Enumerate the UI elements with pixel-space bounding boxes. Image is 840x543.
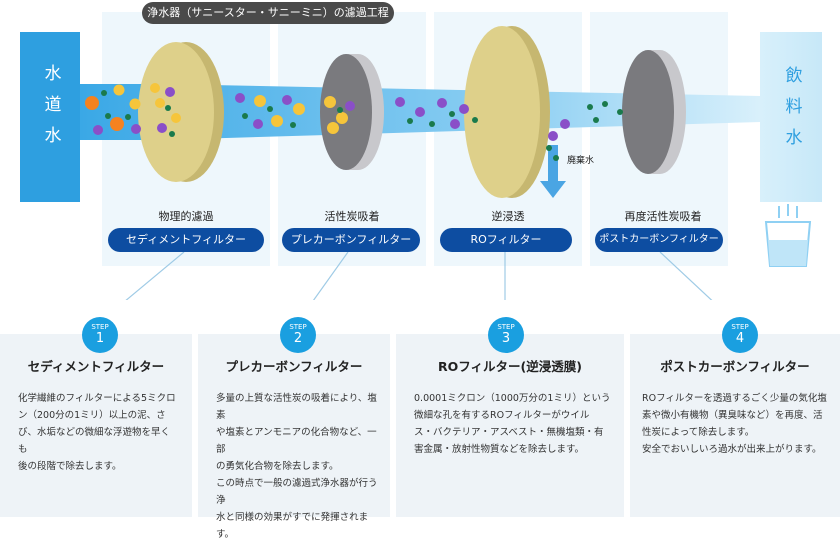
step-badge-3-number: 3: [501, 331, 511, 346]
stage-process-4: 再度活性炭吸着: [624, 210, 702, 223]
postcarbon-filter-face: [622, 50, 674, 174]
filter-pill-sediment: セディメントフィルター: [108, 228, 264, 252]
step-badge-1-number: 1: [95, 331, 105, 346]
step-badge-4-number: 4: [735, 331, 745, 346]
step-badge-4-label: STEP: [731, 323, 749, 331]
step-badge-4: STEP 4: [722, 317, 758, 353]
step-badge-3: STEP 3: [488, 317, 524, 353]
step-badge-2-label: STEP: [289, 323, 307, 331]
filter-pill-postcarbon: ポストカーボンフィルター: [595, 228, 723, 252]
step-1-description: 化学繊維のフィルターによる5ミクロ ン（200分の1ミリ）以上の泥、さ び、水垢…: [18, 393, 176, 472]
stage-process-3: 逆浸透: [491, 210, 525, 223]
waste-water-label: 廃棄水: [567, 156, 595, 166]
step-1-title: セディメントフィルター: [27, 359, 165, 374]
precarbon-filter-face: [320, 54, 372, 170]
step-badge-3-label: STEP: [497, 323, 515, 331]
ro-filter-face: [464, 26, 540, 198]
diagram-title: 浄水器（サニースター・サニーミニ）の濾過工程: [142, 2, 394, 24]
step-badge-1-label: STEP: [91, 323, 109, 331]
particles-after-sediment: [150, 83, 305, 137]
stage-process-1: 物理的濾過: [158, 210, 214, 223]
drinking-water-block: [760, 32, 822, 202]
tap-water-block: [20, 32, 80, 202]
step-4-title: ポストカーボンフィルター: [660, 359, 810, 374]
drinking-water-label: 飲料水: [771, 66, 811, 173]
filtration-diagram: 浄水器（サニースター・サニーミニ）の濾過工程 水道水 飲料水 廃棄水 物理的濾過…: [20, 2, 822, 323]
diagram-graphic: [20, 12, 822, 323]
step-card-3: ROフィルター(逆浸透膜) 0.0001ミクロン（1000万分の1ミリ）という …: [396, 334, 624, 517]
step-card-4: ポストカーボンフィルター ROフィルターを透過するごく少量の気化塩 素や微小有機…: [630, 334, 840, 517]
particles-after-precarbon: [324, 96, 478, 134]
step-3-title: ROフィルター(逆浸透膜): [438, 359, 582, 374]
step-card-2: プレカーボンフィルター 多量の上質な活性炭の吸着により、塩素 や塩素とアンモニア…: [198, 334, 390, 540]
filter-pill-precarbon: プレカーボンフィルター: [282, 228, 420, 252]
particles-after-ro: [587, 101, 623, 123]
step-2-title: プレカーボンフィルター: [225, 359, 363, 374]
step-card-1: セディメントフィルター 化学繊維のフィルターによる5ミクロ ン（200分の1ミリ…: [0, 334, 192, 517]
filter-pill-ro: ROフィルター: [440, 228, 572, 252]
stage-process-2: 活性炭吸着: [324, 210, 380, 223]
waste-arrow-shaft: [548, 145, 558, 181]
step-3-description: 0.0001ミクロン（1000万分の1ミリ）という 微細な孔を有するROフィルタ…: [414, 393, 611, 455]
step-badge-2: STEP 2: [280, 317, 316, 353]
tap-water-label: 水道水: [30, 64, 70, 171]
drinking-water-text: 飲料水: [781, 66, 802, 159]
sediment-filter-face: [138, 42, 214, 182]
step-badge-1: STEP 1: [82, 317, 118, 353]
particles-waste: [546, 119, 570, 161]
particles-raw: [85, 84, 141, 135]
glass-icon: [764, 204, 812, 267]
step-4-description: ROフィルターを透過するごく少量の気化塩 素や微小有機物（異臭味など）を再度、活…: [642, 393, 827, 455]
waste-arrow-head: [540, 181, 566, 198]
step-badge-2-number: 2: [293, 331, 303, 346]
step-2-description: 多量の上質な活性炭の吸着により、塩素 や塩素とアンモニアの化合物など、一部 の勇…: [216, 393, 378, 540]
tap-water-text: 水道水: [40, 64, 61, 157]
